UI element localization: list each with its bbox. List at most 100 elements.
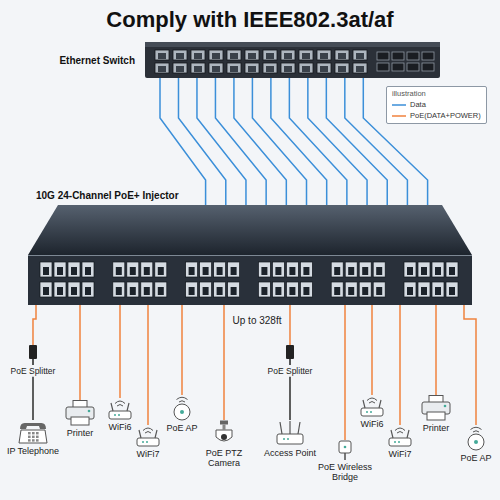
printer-node: Printer [64, 400, 96, 438]
splitter-icon [284, 345, 296, 365]
rj45-port [418, 262, 430, 277]
antenna [298, 422, 300, 434]
splitter-icon [27, 345, 39, 365]
port-notch [338, 53, 346, 59]
port-notch [407, 287, 413, 295]
antenna [280, 422, 282, 434]
switch-port [335, 63, 349, 73]
rj45-port [331, 282, 343, 297]
port-notch [130, 287, 136, 295]
rj45-port [200, 262, 212, 277]
rj45-port [68, 282, 80, 297]
rj45-port [113, 282, 125, 297]
rj45-port [54, 282, 66, 297]
rj45-port [258, 282, 270, 297]
cable-line [234, 78, 286, 205]
port-notch [376, 267, 382, 275]
cable-line [119, 305, 121, 398]
port-notch [85, 267, 91, 275]
switch-port [281, 50, 295, 60]
port-notch [231, 287, 237, 295]
cable-line [32, 377, 34, 420]
rj45-port [141, 262, 153, 277]
switch-port [317, 63, 331, 73]
injector-front-face [28, 255, 472, 305]
port-notch [449, 267, 455, 275]
legend-row: PoE(DATA+POWER) [392, 111, 481, 120]
device-label: WiFi7 [135, 449, 161, 459]
phone-key [28, 432, 31, 434]
rj45-port [214, 262, 226, 277]
port-notch [230, 66, 238, 72]
rj45-port [155, 262, 167, 277]
cable-line [271, 78, 327, 205]
wifi-icon [359, 395, 385, 417]
rj45-port [373, 262, 385, 277]
wifi-node: WiFi6 [107, 398, 133, 432]
wifi-icon [107, 398, 133, 420]
port-notch [289, 287, 295, 295]
port-notch [334, 267, 340, 275]
printer-light [88, 410, 91, 413]
phone-key [36, 436, 39, 438]
injector-edge [28, 255, 472, 256]
led [370, 411, 372, 413]
device-label: Printer [64, 428, 96, 438]
port-notch [266, 66, 274, 72]
port-notch [203, 267, 209, 275]
device-label: PoE Splitter [11, 367, 56, 377]
switch-port [353, 50, 367, 60]
router-icon [275, 420, 305, 446]
rj45-port [446, 282, 458, 297]
switch-port [281, 63, 295, 73]
port-notch [376, 287, 382, 295]
ap-disc [468, 434, 484, 450]
camera-lens [221, 434, 227, 440]
switch-housing [145, 42, 440, 78]
signal-arc [115, 401, 125, 404]
port-notch [194, 53, 202, 59]
device-label: Access Point [264, 448, 316, 458]
switch-port [245, 63, 259, 73]
port-notch [348, 287, 354, 295]
rj45-port [373, 282, 385, 297]
port-notch [421, 267, 427, 275]
signal-arc [177, 397, 188, 399]
phone-base [19, 430, 47, 443]
port-notch [320, 66, 328, 72]
phone-key [32, 436, 35, 438]
port-notch [275, 287, 281, 295]
wifi-node: WiFi6 [359, 395, 385, 429]
switch-port [299, 50, 313, 60]
rj45-port [359, 262, 371, 277]
device-label-box: Ethernet Switch [59, 55, 135, 66]
phone-key [36, 439, 39, 441]
cable-line [435, 305, 437, 395]
switch-port [155, 63, 169, 73]
cable-line [79, 305, 81, 400]
rj45-port [345, 262, 357, 277]
splitter-body [286, 345, 294, 359]
rj45-port [432, 282, 444, 297]
rj45-port [141, 282, 153, 297]
router-node: Access Point [264, 420, 316, 458]
port-notch [320, 53, 328, 59]
injector-body [28, 205, 472, 305]
printer-tray [427, 412, 445, 420]
device-label: Printer [420, 423, 452, 433]
antenna [111, 403, 113, 411]
title-box: Comply with IEEE802.3at/af [0, 7, 500, 33]
port-notch [435, 267, 441, 275]
led [142, 441, 144, 443]
port-notch [289, 267, 295, 275]
port-notch [261, 287, 267, 295]
port-notch [230, 53, 238, 59]
led [287, 438, 289, 440]
rj45-port [82, 262, 94, 277]
splitter-cable [289, 359, 291, 365]
legend-sample [392, 102, 406, 108]
port-notch [449, 287, 455, 295]
switch-port [245, 50, 259, 60]
sfp-port [422, 63, 434, 71]
sfp-port [407, 63, 419, 71]
